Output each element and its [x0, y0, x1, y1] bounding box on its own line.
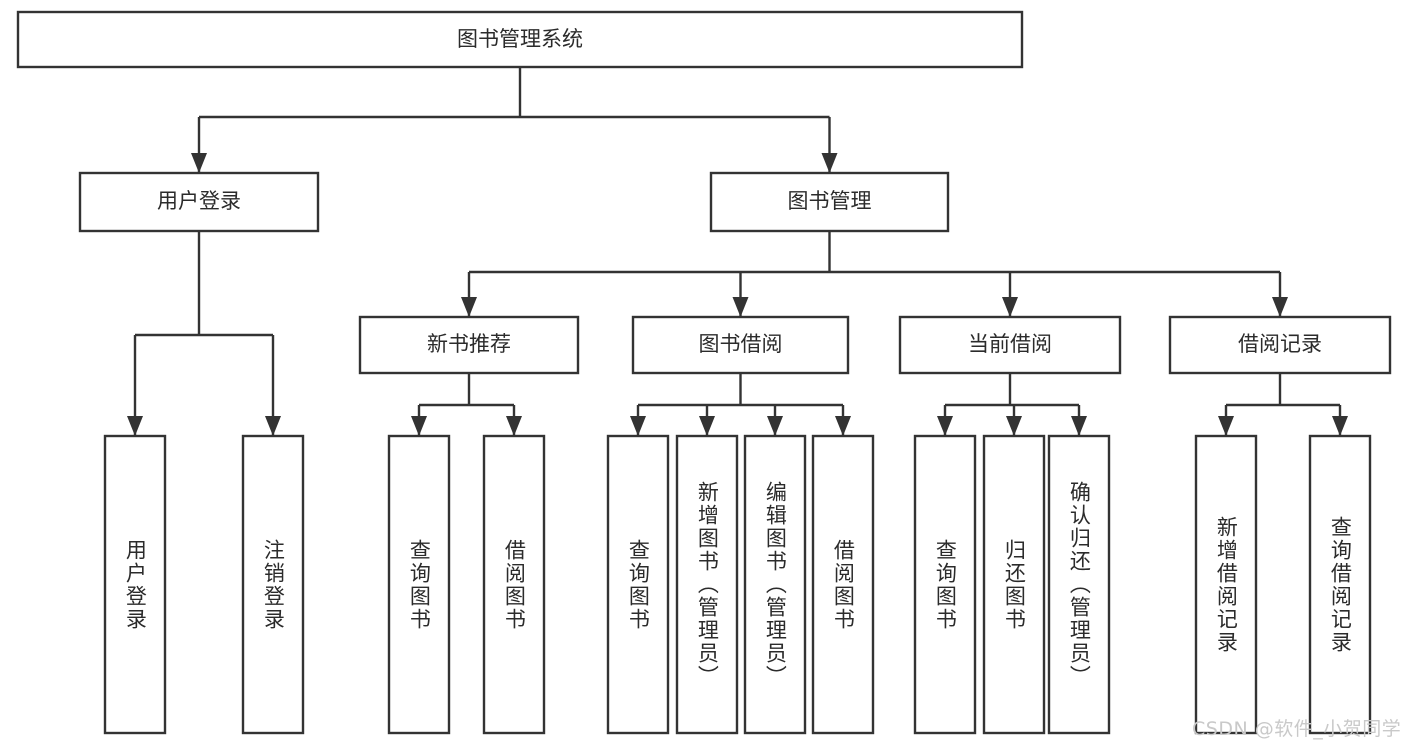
- arrow-head-borrow-record-1: [1332, 416, 1348, 436]
- node-boxes-group: [16, 10, 1392, 735]
- arrow-head-book-manage-2: [1002, 297, 1018, 317]
- arrow-head-book-manage-1: [732, 297, 749, 317]
- arrow-head-book-borrow-3: [835, 416, 851, 436]
- node-box-book-borrow[interactable]: [631, 315, 850, 375]
- arrow-head-root-0: [191, 153, 207, 173]
- node-box-leaf-return-book[interactable]: [982, 434, 1046, 735]
- node-box-leaf-query-book-3[interactable]: [913, 434, 977, 735]
- arrow-head-book-borrow-2: [767, 416, 783, 436]
- arrow-head-new-book-recommend-1: [506, 416, 522, 436]
- arrow-head-borrow-record-0: [1218, 416, 1234, 436]
- arrow-head-book-borrow-0: [630, 416, 646, 436]
- arrow-head-user-login-0: [127, 416, 143, 436]
- node-box-leaf-confirm-return[interactable]: [1047, 434, 1111, 735]
- node-box-book-manage[interactable]: [709, 171, 950, 233]
- node-box-borrow-record[interactable]: [1168, 315, 1392, 375]
- node-box-leaf-edit-book[interactable]: [743, 434, 807, 735]
- arrow-head-book-borrow-1: [699, 416, 715, 436]
- node-box-leaf-borrow-book-2[interactable]: [811, 434, 875, 735]
- node-box-current-borrow[interactable]: [898, 315, 1122, 375]
- node-box-user-login[interactable]: [78, 171, 320, 233]
- arrow-head-user-login-1: [265, 416, 281, 436]
- node-box-leaf-query-book-2[interactable]: [606, 434, 670, 735]
- node-box-leaf-logout[interactable]: [241, 434, 305, 735]
- node-box-leaf-borrow-book-1[interactable]: [482, 434, 546, 735]
- node-box-new-book-recommend[interactable]: [358, 315, 580, 375]
- arrow-head-current-borrow-0: [937, 416, 953, 436]
- node-box-leaf-add-book[interactable]: [675, 434, 739, 735]
- node-box-leaf-user-login[interactable]: [103, 434, 167, 735]
- node-box-leaf-query-book-1[interactable]: [387, 434, 451, 735]
- arrow-head-current-borrow-2: [1071, 416, 1087, 436]
- node-box-leaf-query-record[interactable]: [1308, 434, 1372, 735]
- node-box-leaf-add-record[interactable]: [1194, 434, 1258, 735]
- arrow-head-book-manage-0: [461, 297, 477, 317]
- arrow-head-new-book-recommend-0: [411, 416, 427, 436]
- arrow-head-current-borrow-1: [1006, 416, 1022, 436]
- node-box-root[interactable]: [16, 10, 1024, 69]
- csdn-watermark: CSDN @软件_小贺同学: [1192, 718, 1402, 740]
- arrow-head-book-manage-3: [1272, 297, 1288, 317]
- connectors-group: [127, 67, 1348, 436]
- arrow-head-root-1: [821, 153, 838, 173]
